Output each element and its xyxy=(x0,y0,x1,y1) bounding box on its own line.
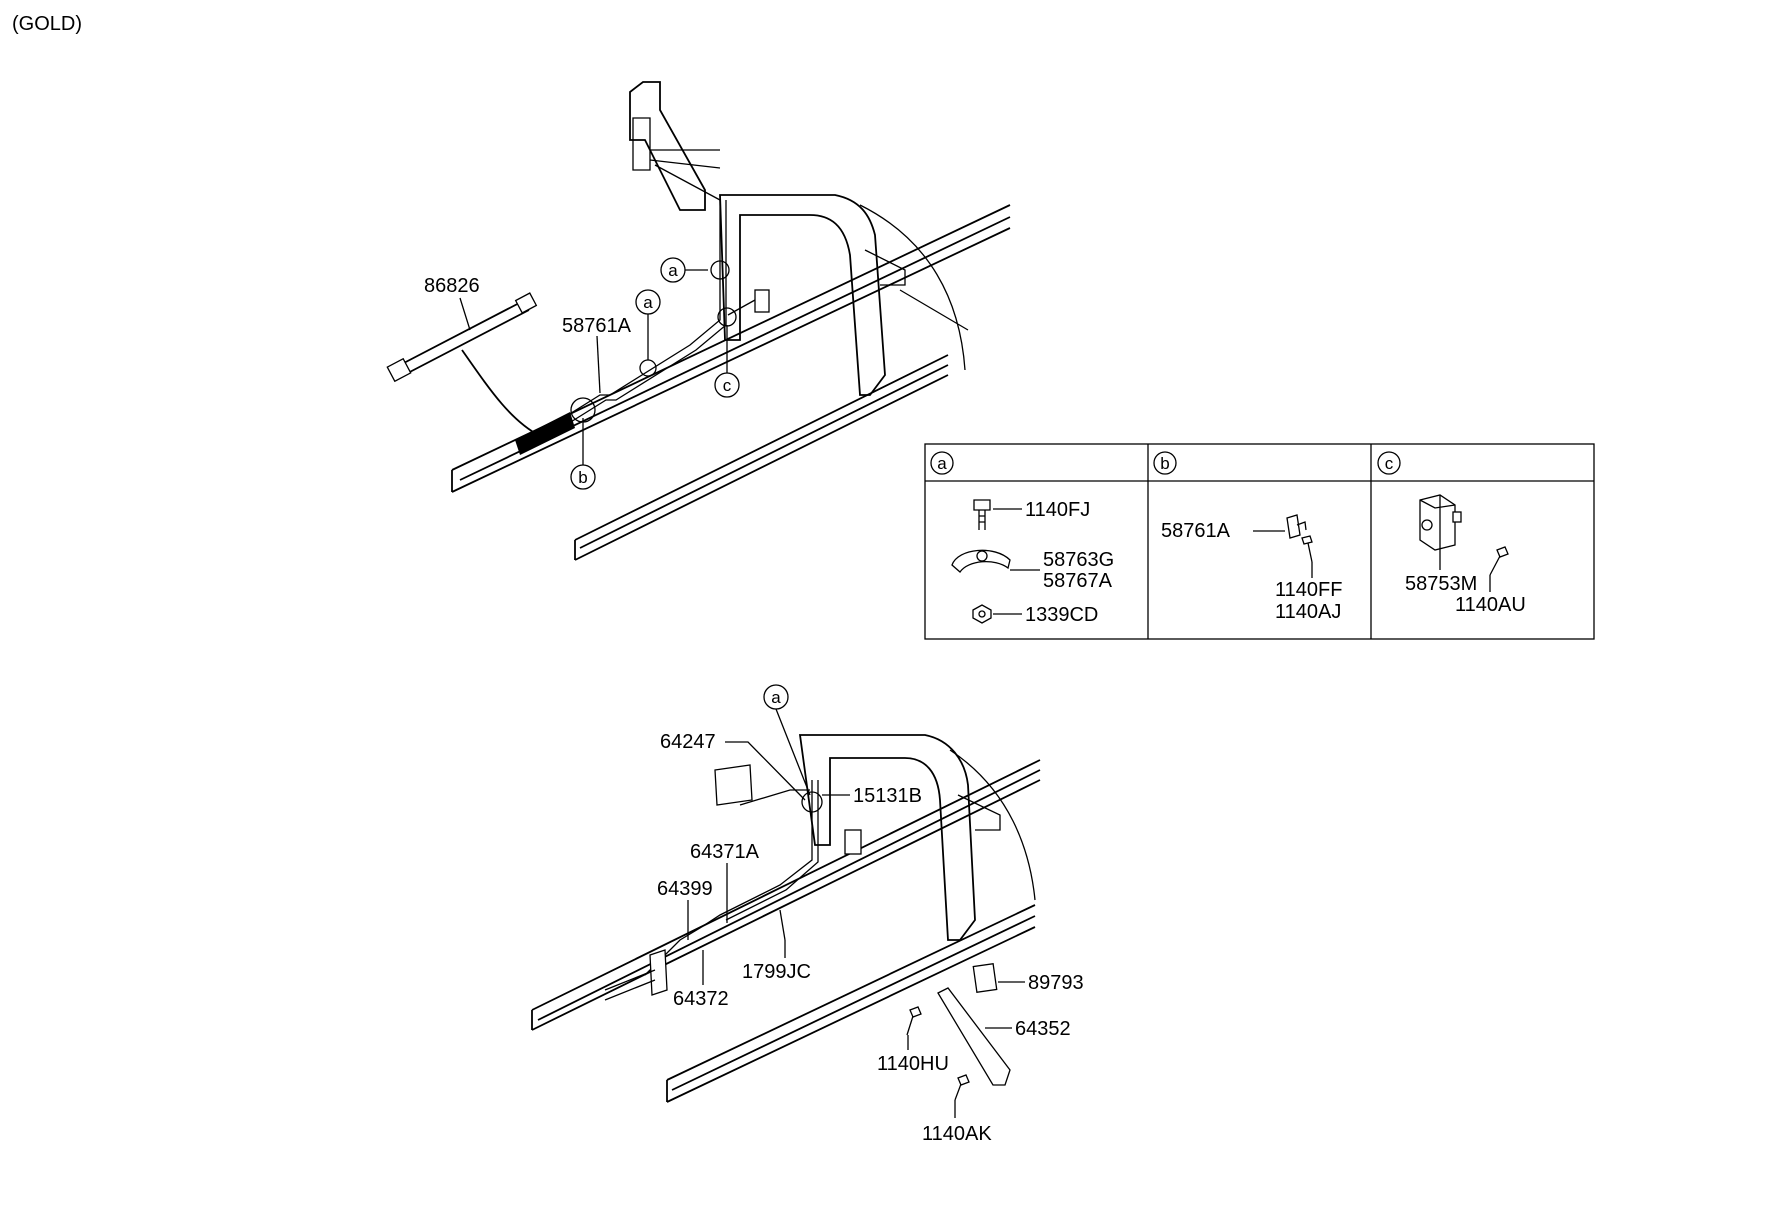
top-crossmember xyxy=(629,81,906,396)
detail-c: c 58753M 1140AU xyxy=(1377,451,1526,616)
part-label-1339cd: 1339CD xyxy=(1025,604,1098,626)
hose-86826 xyxy=(386,292,538,383)
part-label-58753m: 58753M xyxy=(1405,573,1477,595)
part-label-58767a: 58767A xyxy=(1043,570,1113,592)
callout-a-bottom: a xyxy=(763,684,823,813)
part-label-1140aj: 1140AJ xyxy=(1275,601,1341,623)
part-label-1140fj: 1140FJ xyxy=(1025,499,1090,521)
part-label-64371a: 64371A xyxy=(690,841,760,863)
leader-64247 xyxy=(725,741,806,801)
callout-a-upper: a xyxy=(660,257,730,283)
callout-c: c xyxy=(714,307,740,398)
leader-86826 xyxy=(459,297,471,331)
svg-text:a: a xyxy=(937,454,947,473)
bracket-64352 xyxy=(937,987,1011,1086)
detail-a: a 1140FJ 58763G 58767A 1339CD xyxy=(930,451,1114,626)
bottom-frame-rail xyxy=(531,749,1041,1103)
nut-icon xyxy=(972,604,992,624)
part-label-1140hu: 1140HU xyxy=(877,1053,949,1075)
svg-text:a: a xyxy=(771,688,781,707)
top-frame-rail xyxy=(451,204,1011,561)
part-label-1799jc: 1799JC xyxy=(742,961,811,983)
bolt-icon xyxy=(973,499,991,530)
bottom-crossmember xyxy=(714,734,1001,941)
part-label-1140ff: 1140FF xyxy=(1275,579,1342,601)
detail-c-header: c xyxy=(1377,451,1401,475)
callout-a-lower: a xyxy=(635,289,661,377)
detail-table xyxy=(924,443,1595,640)
part-label-58761a-detail: 58761A xyxy=(1161,520,1231,542)
part-label-58761a: 58761A xyxy=(562,315,632,337)
part-label-15131b: 15131B xyxy=(853,785,922,807)
bolt-1140ak xyxy=(954,1074,970,1101)
part-label-58763g: 58763G xyxy=(1043,549,1114,571)
bolt-c-icon xyxy=(1489,546,1509,576)
svg-text:c: c xyxy=(1385,454,1394,473)
part-label-64352: 64352 xyxy=(1015,1018,1071,1040)
hose-leader-arrow xyxy=(461,349,541,437)
svg-text:b: b xyxy=(578,468,587,487)
leader-58761a xyxy=(596,335,601,394)
part-label-64372: 64372 xyxy=(673,988,729,1010)
detail-a-header: a xyxy=(930,451,954,475)
svg-text:a: a xyxy=(668,261,678,280)
hose-arrow-block xyxy=(515,412,575,455)
part-label-64399: 64399 xyxy=(657,878,713,900)
svg-text:a: a xyxy=(643,293,653,312)
part-label-86826: 86826 xyxy=(424,275,480,297)
part-label-1140ak: 1140AK xyxy=(922,1123,992,1145)
pad-89793 xyxy=(972,963,998,993)
bottom-brake-line xyxy=(604,780,819,1001)
detail-b: b 58761A 1140FF 1140AJ xyxy=(1153,451,1342,623)
callout-b: b xyxy=(570,397,596,490)
valve-icon xyxy=(1419,494,1462,551)
detail-b-header: b xyxy=(1153,451,1177,475)
bolt-1140hu xyxy=(906,1006,922,1036)
screw-icon xyxy=(1301,535,1313,563)
clamp-icon xyxy=(951,549,1011,573)
part-label-64247: 64247 xyxy=(660,731,716,753)
svg-text:b: b xyxy=(1160,454,1169,473)
part-label-1140au: 1140AU xyxy=(1455,594,1526,616)
part-label-89793: 89793 xyxy=(1028,972,1084,994)
clip-icon xyxy=(1286,514,1307,539)
svg-text:c: c xyxy=(723,376,732,395)
variant-label: (GOLD) xyxy=(12,13,82,35)
